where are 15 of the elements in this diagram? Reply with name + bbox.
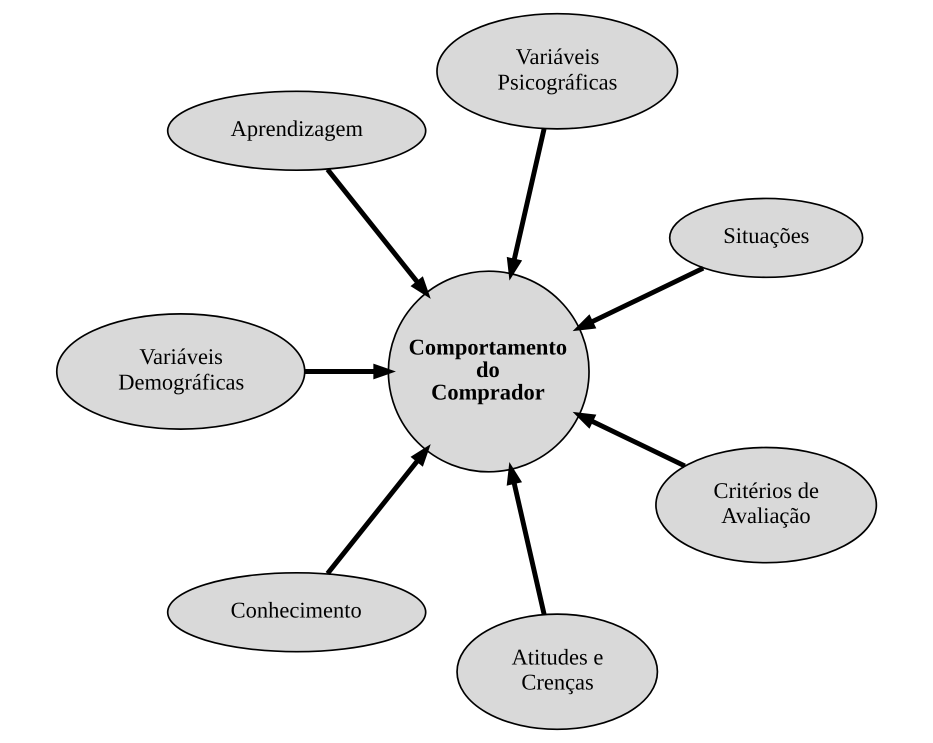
arrow [326,168,431,299]
node-ellipse: Variáveis Demográficas [56,313,306,430]
node-ellipse: Aprendizagem [166,90,427,171]
arrow [572,412,686,468]
arrow [305,364,396,380]
arrow [326,444,431,576]
arrow [506,462,547,616]
arrow [506,128,546,281]
node-ellipse: Conhecimento [166,572,427,653]
node-ellipse: Situações [668,198,864,278]
arrow [572,266,704,332]
node-ellipse: Atitudes e Crenças [456,613,658,730]
node-ellipse: Variáveis Psicográficas [436,12,678,130]
node-circle: Comportamento do Comprador [388,270,590,473]
node-ellipse: Critérios de Avaliação [655,446,878,564]
